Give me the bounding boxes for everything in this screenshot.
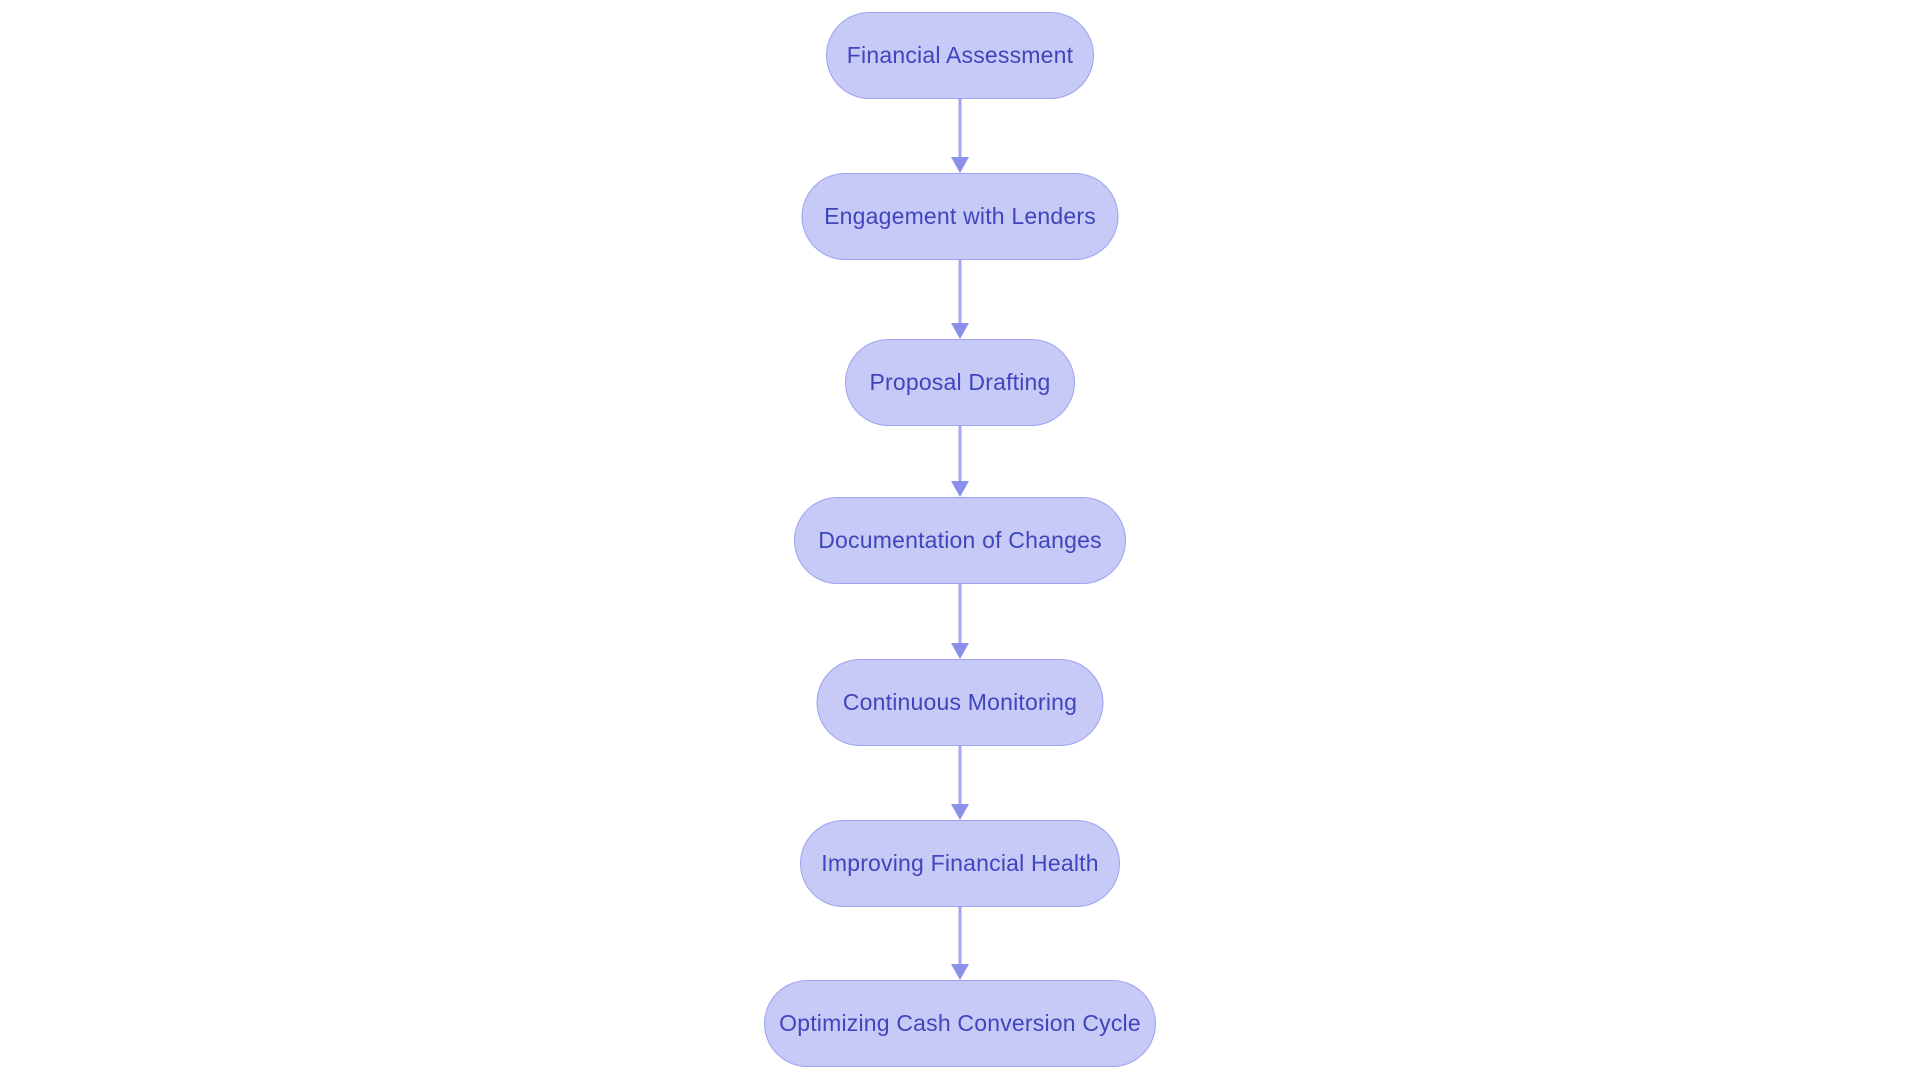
arrow-line — [958, 260, 962, 327]
connector-arrow-5 — [950, 746, 970, 820]
connector-arrow-2 — [950, 260, 970, 339]
flow-node-label: Financial Assessment — [846, 42, 1074, 68]
flow-node-engagement-with-lenders: Engagement with Lenders — [801, 173, 1119, 260]
flow-node-continuous-monitoring: Continuous Monitoring — [816, 659, 1104, 746]
arrow-line — [958, 584, 962, 647]
connector-arrow-6 — [950, 907, 970, 980]
arrow-head-icon — [951, 323, 969, 339]
arrow-head-icon — [951, 804, 969, 820]
flow-node-label: Proposal Drafting — [869, 369, 1051, 395]
arrow-head-icon — [951, 481, 969, 497]
flow-node-financial-assessment: Financial Assessment — [826, 12, 1094, 99]
arrow-line — [958, 907, 962, 968]
connector-arrow-3 — [950, 426, 970, 497]
flow-node-label: Documentation of Changes — [818, 527, 1102, 553]
connector-arrow-4 — [950, 584, 970, 659]
flow-node-label: Continuous Monitoring — [842, 689, 1078, 715]
arrow-line — [958, 426, 962, 485]
arrow-head-icon — [951, 964, 969, 980]
flow-node-documentation-of-changes: Documentation of Changes — [794, 497, 1126, 584]
flow-node-label: Optimizing Cash Conversion Cycle — [779, 1010, 1141, 1036]
flow-node-label: Engagement with Lenders — [824, 203, 1096, 229]
flow-node-proposal-drafting: Proposal Drafting — [845, 339, 1075, 426]
arrow-head-icon — [951, 643, 969, 659]
flow-node-optimizing-cash-conversion-cycle: Optimizing Cash Conversion Cycle — [764, 980, 1156, 1067]
flow-node-label: Improving Financial Health — [821, 850, 1099, 876]
flow-node-improving-financial-health: Improving Financial Health — [800, 820, 1120, 907]
arrow-line — [958, 746, 962, 808]
arrow-line — [958, 99, 962, 161]
arrow-head-icon — [951, 157, 969, 173]
connector-arrow-1 — [950, 99, 970, 173]
